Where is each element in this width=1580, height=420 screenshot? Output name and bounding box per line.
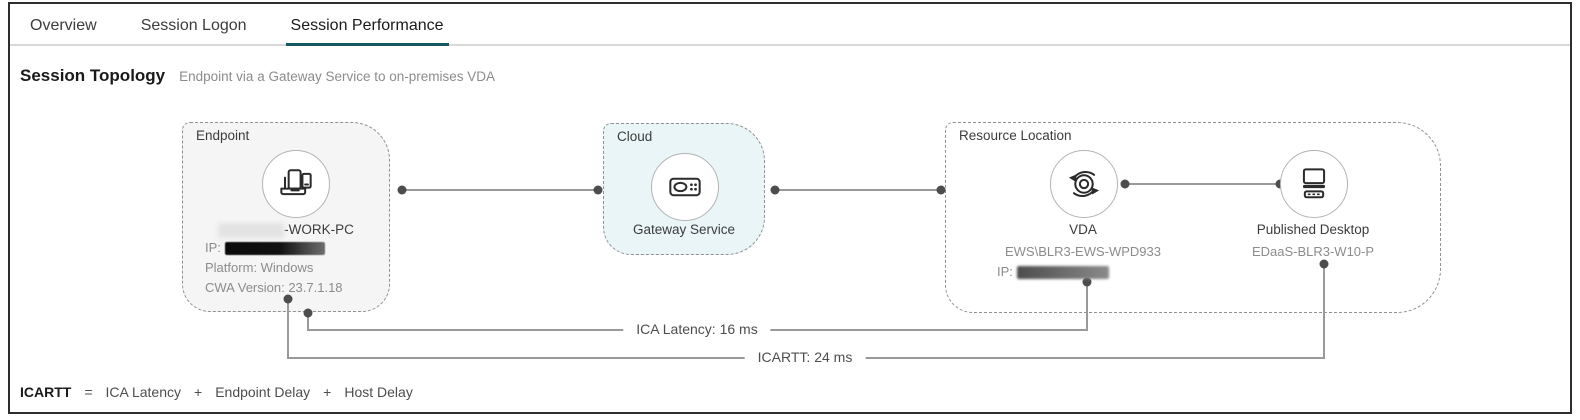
legend-plus-1: + [194,384,203,400]
icartt-value: ICARTT: 24 ms [744,349,866,365]
endpoint-name-redacted [218,222,285,238]
tab-bar: Overview Session Logon Session Performan… [10,4,1570,46]
endpoint-ip-line: IP: [205,238,343,258]
page-title: Session Topology [20,66,166,85]
legend-plus-2: + [323,384,332,400]
endpoint-box-label: Endpoint [196,128,250,143]
legend-ica-latency: ICA Latency [105,384,182,400]
resource-location-box [945,122,1441,313]
tab-overview[interactable]: Overview [30,17,97,34]
legend-term: ICARTT [20,384,72,400]
legend-endpoint-delay: Endpoint Delay [215,384,311,400]
legend-host-delay: Host Delay [344,384,413,400]
endpoint-node [262,150,330,218]
tab-session-logon[interactable]: Session Logon [140,17,247,34]
gateway-appliance-icon [669,177,701,197]
published-desktop-machine-name: EDaaS-BLR3-W10-P [1251,244,1375,259]
endpoint-ip-redacted [224,241,325,255]
endpoint-details: IP: Platform: Windows CWA Version: 23.7.… [205,238,343,298]
vda-node [1050,150,1118,218]
endpoint-machine-name: -WORK-PC [182,222,390,238]
endpoint-platform-line: Platform: Windows [205,260,314,275]
published-desktop-node [1280,150,1348,218]
gateway-service-node [651,153,719,221]
endpoint-devices-icon [280,169,312,196]
gateway-service-label: Gateway Service [632,222,736,237]
vda-sync-icon [1068,170,1100,198]
page-subtitle: Endpoint via a Gateway Service to on-pre… [179,69,496,84]
published-desktop-label: Published Desktop [1256,222,1370,237]
tab-session-performance[interactable]: Session Performance [285,17,449,46]
published-desktop-icon [1302,168,1326,199]
icartt-formula-legend: ICARTT = ICA Latency + Endpoint Delay + … [20,384,426,400]
endpoint-cwa-version-line: CWA Version: 23.7.1.18 [205,280,343,295]
ica-latency-value: ICA Latency: 16 ms [623,321,771,337]
resource-location-box-label: Resource Location [959,128,1072,143]
section-header: Session Topology Endpoint via a Gateway … [20,66,495,86]
vda-ip-redacted [1016,265,1109,279]
vda-machine-name: EWS\BLR3-EWS-WPD933 [1004,244,1162,259]
cloud-box-label: Cloud [617,129,653,144]
legend-equals: = [84,384,93,400]
vda-ip-line: IP: [997,262,1109,282]
vda-label: VDA [1069,222,1097,237]
